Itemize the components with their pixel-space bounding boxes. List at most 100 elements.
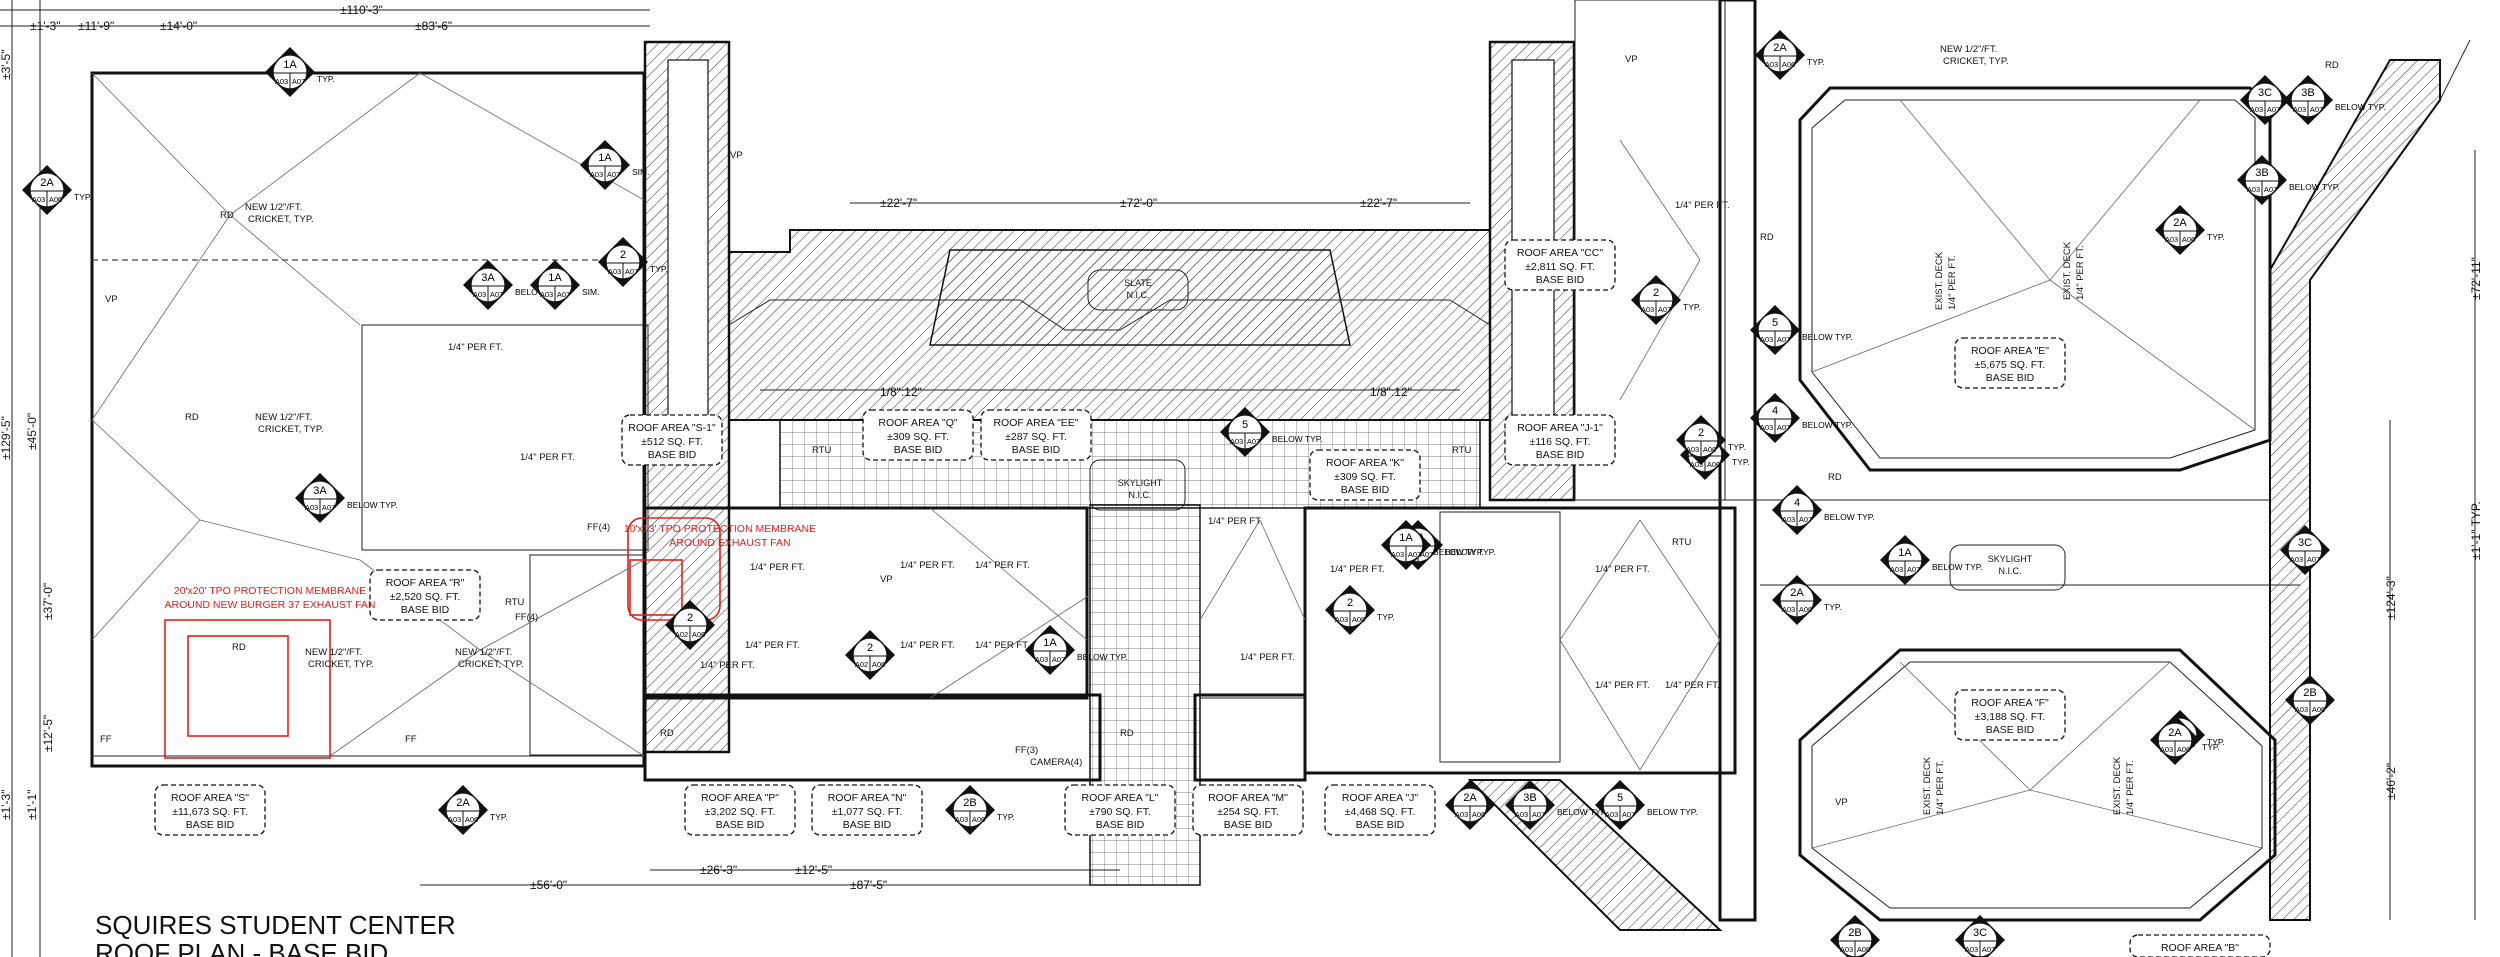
callout-note: BELOW TYP. xyxy=(1824,512,1875,522)
cricket-note-3b: CRICKET, TYP. xyxy=(308,659,374,670)
svg-text:±2,811 SQ. FT.: ±2,811 SQ. FT. xyxy=(1525,261,1595,273)
svg-text:±287 SQ. FT.: ±287 SQ. FT. xyxy=(1005,431,1067,443)
callout-detail: A07 xyxy=(1622,810,1635,819)
slope-note-5: 1/4" PER FT. xyxy=(745,640,800,651)
callout-sheet: A03 xyxy=(2247,185,2260,194)
svg-text:ROOF AREA "F": ROOF AREA "F" xyxy=(1971,697,2049,709)
svg-text:±5,675 SQ. FT.: ±5,675 SQ. FT. xyxy=(1975,359,2046,371)
slope-note-6: 1/4" PER FT. xyxy=(900,560,955,571)
rd-4: RD xyxy=(660,728,674,739)
callout-sheet: A03 xyxy=(448,815,461,824)
skylight-2-label: SKYLIGHT xyxy=(1988,554,2033,564)
svg-text:BASE BID: BASE BID xyxy=(648,449,697,461)
vp-4: VP xyxy=(1625,54,1638,65)
slate-nic-label: N.I.C. xyxy=(1126,290,1149,300)
svg-text:ROOF AREA "EE": ROOF AREA "EE" xyxy=(993,417,1078,429)
callout-number: 2 xyxy=(620,249,626,261)
skylight-1-label: SKYLIGHT xyxy=(1118,478,1163,488)
cricket-note-2a: NEW 1/2"/FT. xyxy=(255,412,312,423)
callout-number: 5 xyxy=(1242,419,1248,431)
callout-detail: A06 xyxy=(2177,745,2190,754)
svg-text:BASE BID: BASE BID xyxy=(843,819,892,831)
callout-note: TYP. xyxy=(317,74,335,84)
callout-detail: A07 xyxy=(1052,655,1065,664)
callout-number: 2B xyxy=(963,797,976,809)
callout-detail: A07 xyxy=(1777,423,1790,432)
callout-sheet: A03 xyxy=(1690,460,1703,469)
callout-detail: A07 xyxy=(322,503,335,512)
dim-16: ±37'-0" xyxy=(41,583,55,620)
callout-sheet: A03 xyxy=(1765,60,1778,69)
slope-note-1: 1/4" PER FT. xyxy=(448,342,503,353)
vp-3: VP xyxy=(880,574,893,585)
rtu-2: RTU xyxy=(1452,445,1471,456)
callout-detail: A07 xyxy=(1408,550,1421,559)
callout-number: 2A xyxy=(1463,792,1477,804)
callout-note: BELOW TYP. xyxy=(1932,562,1983,572)
roof-tag-k: ROOF AREA "K"±309 SQ. FT.BASE BID xyxy=(1309,449,1421,501)
callout-sheet: A03 xyxy=(1641,305,1654,314)
drawing-notes: NEW 1/2"/FT. CRICKET, TYP. NEW 1/2"/FT. … xyxy=(100,44,2339,815)
svg-text:ROOF AREA "S": ROOF AREA "S" xyxy=(171,792,249,804)
callout-detail: A07 xyxy=(1907,565,1920,574)
slope-note-7: 1/4" PER FT. xyxy=(975,560,1030,571)
svg-text:±2,520 SQ. FT.: ±2,520 SQ. FT. xyxy=(390,591,461,603)
callout-detail: A06 xyxy=(1707,460,1720,469)
svg-text:BASE BID: BASE BID xyxy=(1356,819,1405,831)
callout-detail: A07 xyxy=(607,170,620,179)
slate-label: SLATE xyxy=(1124,278,1152,288)
callout-number: 1A xyxy=(1898,547,1912,559)
callout-sheet: A03 xyxy=(590,170,603,179)
callout-number: 2 xyxy=(687,612,693,624)
svg-text:ROOF AREA "L": ROOF AREA "L" xyxy=(1082,792,1159,804)
vp-2: VP xyxy=(730,150,743,161)
callout-number: 4 xyxy=(1794,497,1800,509)
exist-deck-4: EXIST. DECK xyxy=(2112,756,2123,815)
rtu-1: RTU xyxy=(812,445,831,456)
svg-text:±3,202 SQ. FT.: ±3,202 SQ. FT. xyxy=(705,806,776,818)
rtu-3: RTU xyxy=(1672,537,1691,548)
callout-detail: A06 xyxy=(1472,810,1485,819)
svg-text:ROOF AREA "S-1": ROOF AREA "S-1" xyxy=(628,422,716,434)
svg-text:ROOF AREA "N": ROOF AREA "N" xyxy=(828,792,907,804)
svg-text:±309 SQ. FT.: ±309 SQ. FT. xyxy=(1334,471,1396,483)
callout-sheet: A03 xyxy=(955,815,968,824)
callout-note: BELOW TYP. xyxy=(2289,182,2340,192)
callout-detail: A06 xyxy=(49,195,62,204)
callout-detail: A07 xyxy=(1982,945,1995,954)
dim-15: ±45'-0" xyxy=(25,413,39,450)
roof-tag-q: ROOF AREA "Q"±309 SQ. FT.BASE BID xyxy=(862,409,974,461)
svg-text:±4,468 SQ. FT.: ±4,468 SQ. FT. xyxy=(1345,806,1416,818)
callout-detail: A06 xyxy=(465,815,478,824)
callout-detail: A07 xyxy=(490,290,503,299)
callout-detail: A06 xyxy=(1352,615,1365,624)
callout-sheet: A03 xyxy=(1605,810,1618,819)
callout-sheet: A03 xyxy=(1335,615,1348,624)
slope-note-8: 1/4" PER FT. xyxy=(900,640,955,651)
roof-tag-m: ROOF AREA "M"±254 SQ. FT.BASE BID xyxy=(1192,784,1304,836)
svg-text:±1,077 SQ. FT.: ±1,077 SQ. FT. xyxy=(832,806,903,818)
svg-text:ROOF AREA "J-1": ROOF AREA "J-1" xyxy=(1517,422,1603,434)
svg-text:±11,673 SQ. FT.: ±11,673 SQ. FT. xyxy=(172,806,248,818)
svg-text:BASE BID: BASE BID xyxy=(186,819,235,831)
skylight-1-nic: N.I.C. xyxy=(1128,490,1151,500)
skylight-2-nic: N.I.C. xyxy=(1998,566,2021,576)
callout-number: 2 xyxy=(867,642,873,654)
slope-note-13: 1/4" PER FT. xyxy=(1595,564,1650,575)
callout-number: 2A xyxy=(40,177,54,189)
slope-note-9: 1/4" PER FT. xyxy=(975,640,1030,651)
callout-sheet: A02 xyxy=(675,630,688,639)
callout-number: 3C xyxy=(2258,87,2272,99)
